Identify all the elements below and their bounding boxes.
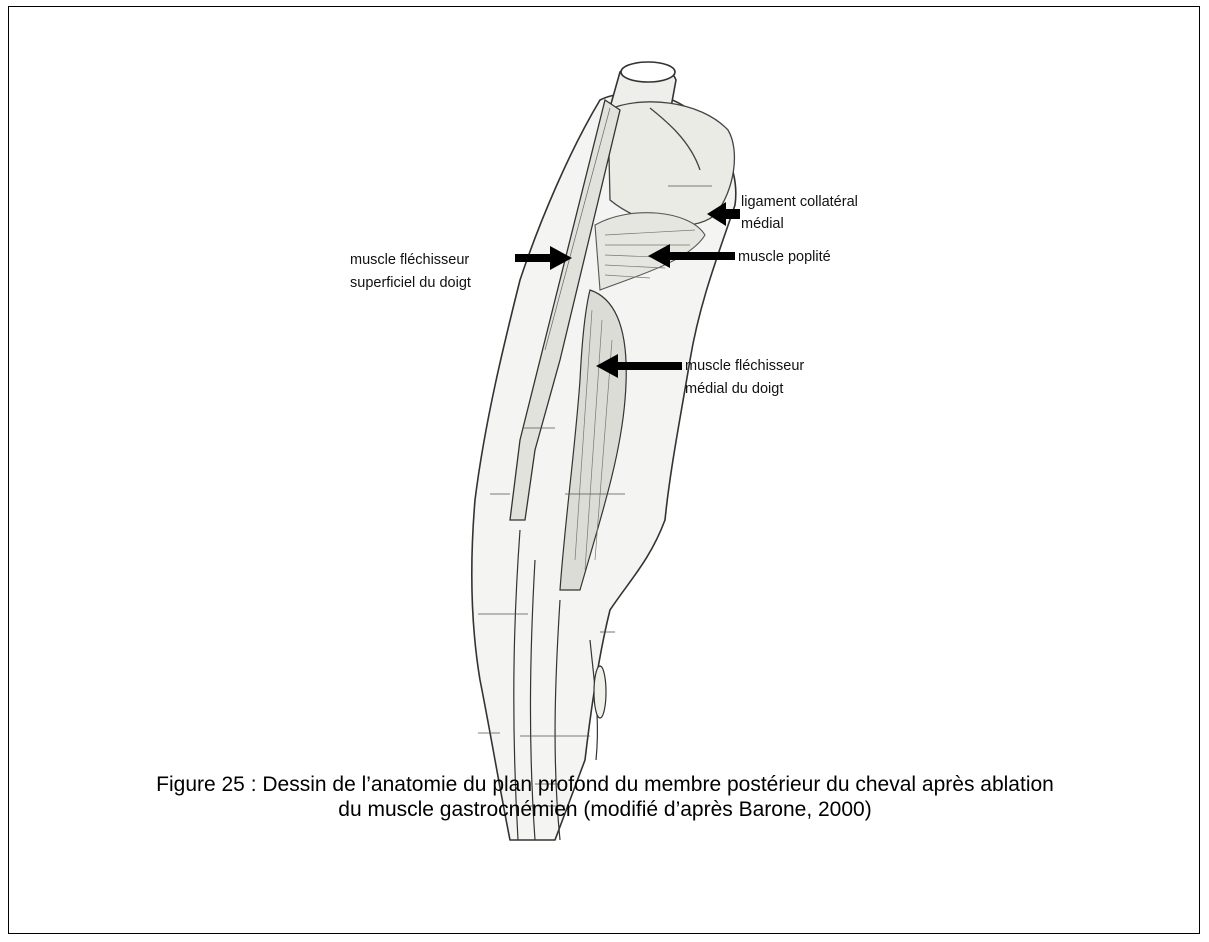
caption-line-1: Figure 25 : Dessin de l’anatomie du plan… [60,772,1150,797]
label-popliteus: muscle poplité [738,249,831,265]
label-medial-flexor-line1: muscle fléchisseur [685,358,804,374]
label-medial-flexor-line2: médial du doigt [685,381,783,397]
figure-caption: Figure 25 : Dessin de l’anatomie du plan… [60,772,1150,822]
label-collateral-ligament-line1: ligament collatéral [741,194,858,210]
label-superficial-flexor-line2: superficiel du doigt [350,275,471,291]
label-superficial-flexor-line1: muscle fléchisseur [350,252,469,268]
caption-line-2: du muscle gastrocnémien (modifié d’après… [60,797,1150,822]
knee-region [608,102,734,226]
label-collateral-ligament-line2: médial [741,216,784,232]
